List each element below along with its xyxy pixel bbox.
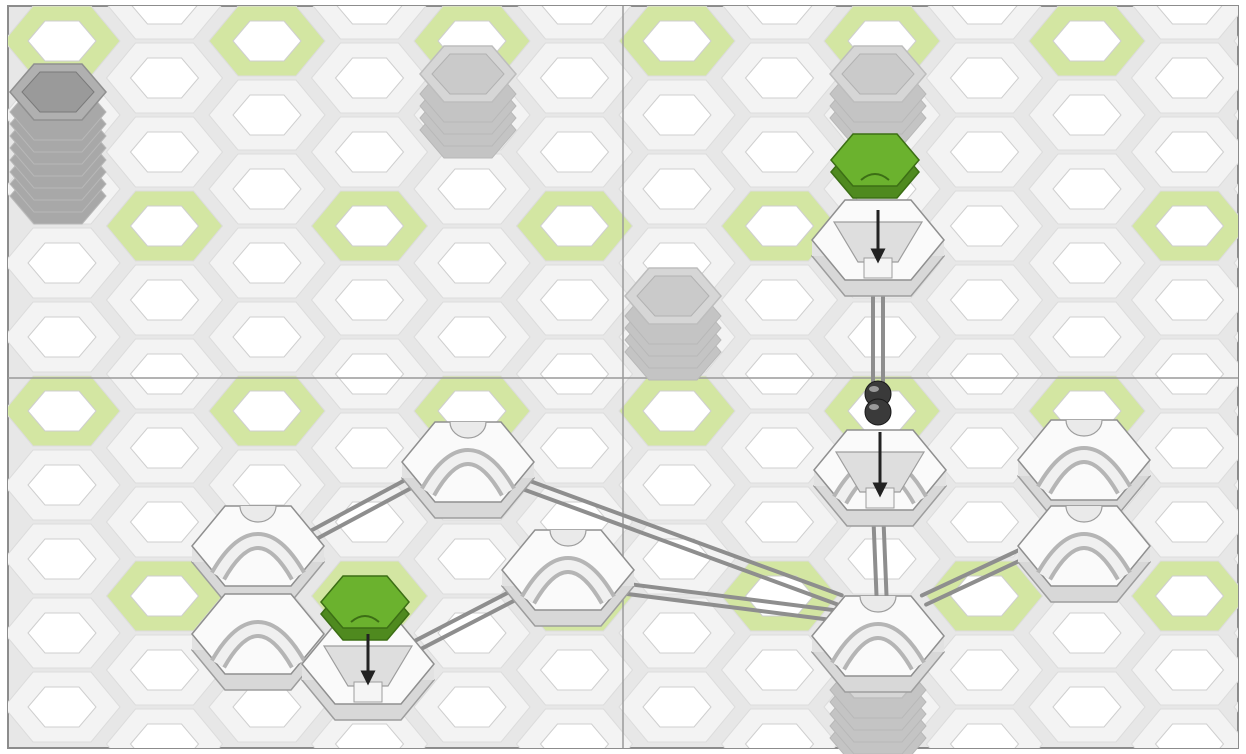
hex-grid xyxy=(4,0,1246,754)
stack-top-middle xyxy=(420,46,516,158)
launch-pad-bottom-left xyxy=(321,576,409,640)
ball-shine xyxy=(869,386,879,392)
ball-lower xyxy=(865,399,891,425)
funnel-exit xyxy=(354,682,382,702)
launch-pad-top xyxy=(831,134,919,198)
ball-body xyxy=(865,399,891,425)
funnel-exit xyxy=(864,258,892,278)
funnel-exit xyxy=(866,488,894,508)
stack-mid xyxy=(625,268,721,380)
stack-top-right xyxy=(830,46,926,146)
ball-shine xyxy=(869,404,879,410)
stack-tall-dark xyxy=(10,64,106,224)
